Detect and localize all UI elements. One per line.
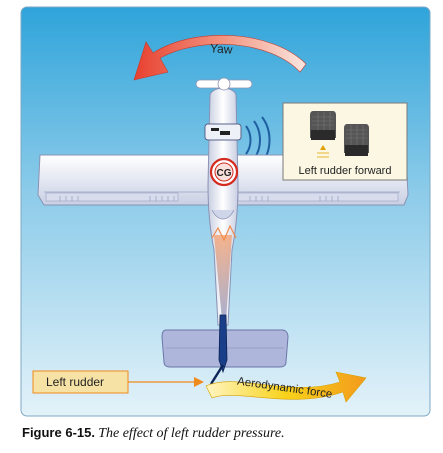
right-pedal-icon	[344, 124, 369, 156]
left-rudder-label: Left rudder	[46, 375, 104, 389]
left-rudder-callout	[32, 370, 204, 394]
left-pedal-icon	[310, 111, 336, 140]
yaw-label: Yaw	[210, 41, 234, 57]
inset-label: Left rudder forward	[299, 165, 392, 177]
cg-marker	[209, 157, 239, 187]
figure-caption-text: The effect of left rudder pressure.	[98, 426, 285, 441]
figure-caption: Figure 6-15. The effect of left rudder p…	[22, 425, 432, 442]
rudder-pedals-inset	[282, 102, 408, 181]
propeller	[195, 77, 253, 91]
figure-number: Figure 6-15.	[22, 425, 95, 440]
rudder	[209, 314, 228, 385]
engine-cowling	[204, 123, 242, 141]
fuselage	[207, 87, 239, 326]
cg-label: CG	[217, 168, 232, 179]
yaw-arrow	[133, 34, 307, 81]
forward-arrow-icon	[317, 145, 329, 158]
aerodynamic-force-arrow	[205, 371, 367, 403]
